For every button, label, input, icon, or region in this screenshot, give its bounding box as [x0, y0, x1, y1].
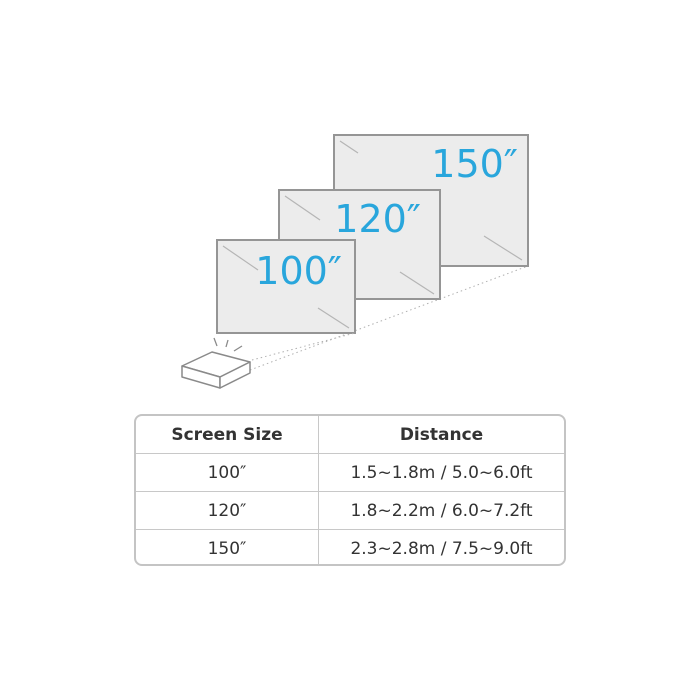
cell-distance: 1.8~2.2m / 6.0~7.2ft	[318, 491, 564, 530]
table-row: 120″ 1.8~2.2m / 6.0~7.2ft	[136, 491, 564, 530]
projection-line-top	[251, 332, 356, 361]
projector-icon	[181, 337, 251, 389]
cell-screen-size: 100″	[136, 453, 319, 492]
screen-100: 100″	[216, 239, 356, 334]
screen-120-label: 120″	[334, 197, 421, 241]
table-row: 150″ 2.3~2.8m / 7.5~9.0ft	[136, 529, 564, 564]
cell-distance: 1.5~1.8m / 5.0~6.0ft	[318, 453, 564, 492]
throw-distance-table: Screen Size Distance 100″ 1.5~1.8m / 5.0…	[134, 414, 566, 566]
column-header-screen-size: Screen Size	[136, 416, 319, 454]
screen-100-label: 100″	[255, 249, 342, 293]
screen-150-label: 150″	[431, 142, 518, 186]
cell-screen-size: 120″	[136, 491, 319, 530]
cell-screen-size: 150″	[136, 529, 319, 564]
table-header-row: Screen Size Distance	[136, 416, 564, 454]
cell-distance: 2.3~2.8m / 7.5~9.0ft	[350, 538, 533, 559]
column-header-distance: Distance	[318, 416, 564, 454]
table-row: 100″ 1.5~1.8m / 5.0~6.0ft	[136, 453, 564, 492]
